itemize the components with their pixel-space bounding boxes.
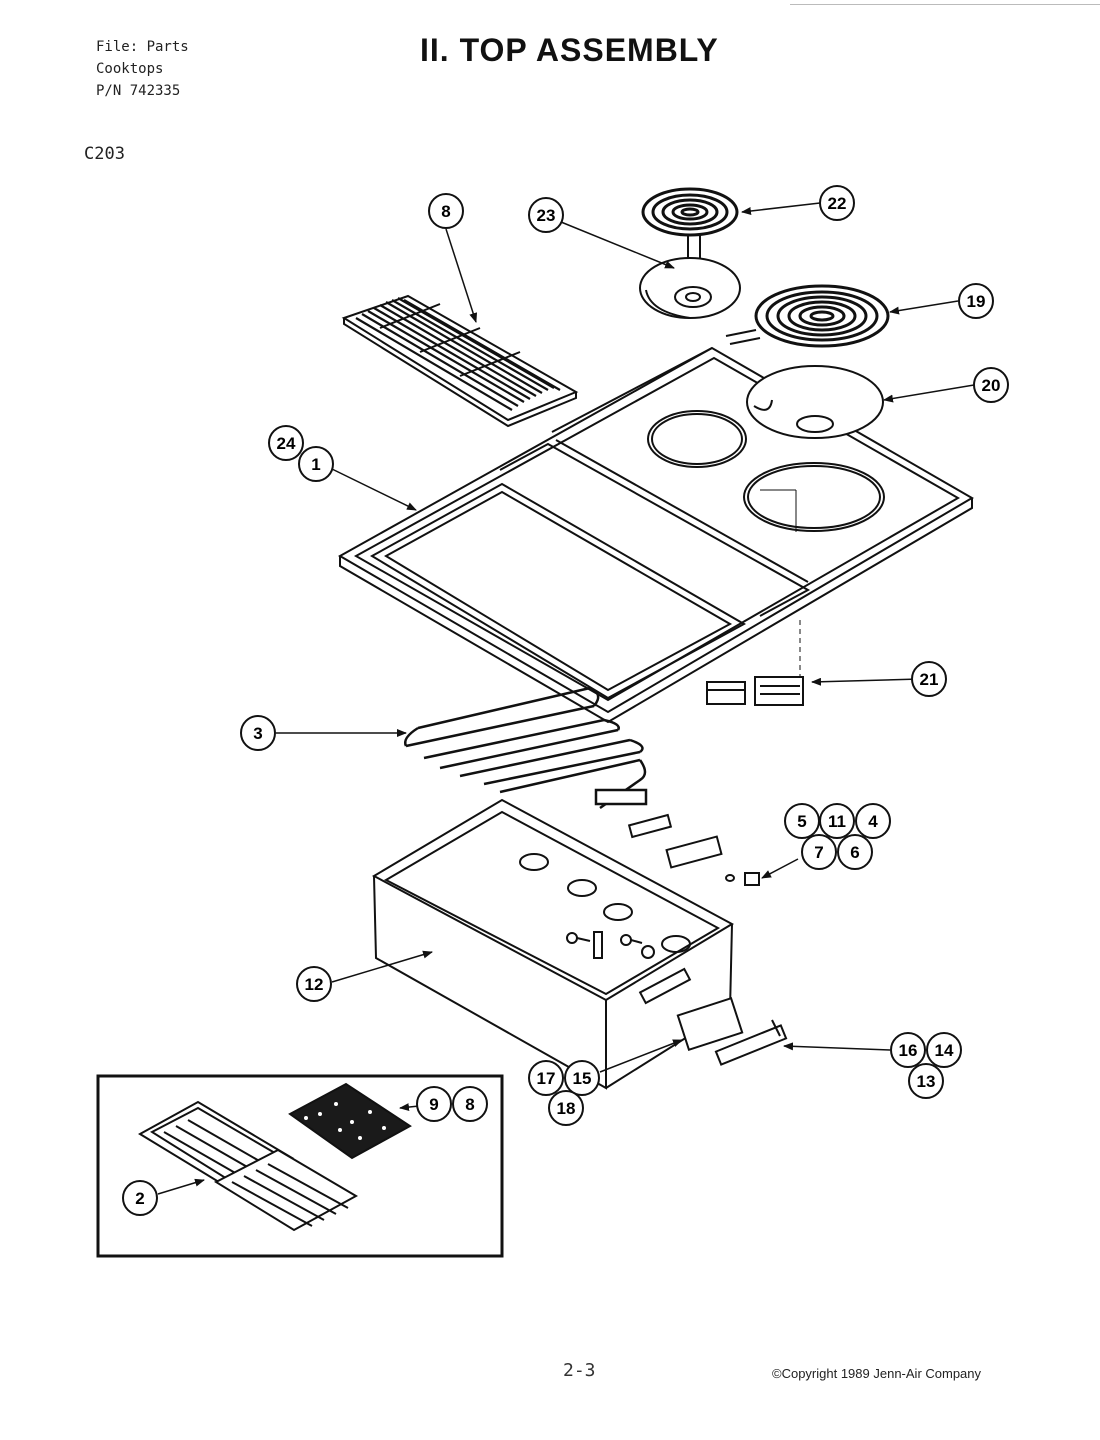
callout-20: 20 <box>973 367 1009 403</box>
terminal-parts-illustration <box>627 813 760 886</box>
switch-bracket-illustration <box>676 996 788 1066</box>
charcoal-rock-tray-illustration <box>288 1082 412 1160</box>
callout-8-top: 8 <box>428 193 464 229</box>
callout-label-13: 13 <box>917 1072 936 1091</box>
callout-13: 13 <box>908 1063 944 1099</box>
category-line: Cooktops <box>96 61 164 77</box>
callout-4: 4 <box>855 803 891 839</box>
callout-14: 14 <box>926 1032 962 1068</box>
callout-9: 9 <box>416 1086 452 1122</box>
callout-label-3: 3 <box>253 724 262 743</box>
callout-2: 2 <box>122 1180 158 1216</box>
callout-19: 19 <box>958 283 994 319</box>
callout-label-24: 24 <box>277 434 296 453</box>
drip-bowl-large-illustration <box>746 365 884 439</box>
page-number: 2-3 <box>563 1360 596 1381</box>
grill-pan-illustration <box>371 798 735 1090</box>
callout-24: 24 <box>268 425 304 461</box>
callout-11: 11 <box>819 803 855 839</box>
callout-7: 7 <box>801 834 837 870</box>
callout-label-11: 11 <box>828 812 846 831</box>
callout-21: 21 <box>911 661 947 697</box>
griddle-illustration <box>138 1100 359 1232</box>
top-rule <box>790 4 1100 5</box>
callout-label-7: 7 <box>814 843 823 862</box>
callout-5: 5 <box>784 803 820 839</box>
surface-element-large-illustration <box>725 284 890 348</box>
callout-17: 17 <box>528 1060 564 1096</box>
callout-15: 15 <box>564 1060 600 1096</box>
callout-label-22: 22 <box>828 194 847 213</box>
callout-label-5: 5 <box>797 812 806 831</box>
part-number-line: P/N 742335 <box>96 83 181 99</box>
callout-label-14: 14 <box>935 1041 954 1060</box>
callout-label-21: 21 <box>920 670 939 689</box>
callout-1: 1 <box>298 446 334 482</box>
callout-label-16: 16 <box>899 1041 918 1060</box>
model-number: C203 <box>84 144 125 164</box>
callout-label-6: 6 <box>850 843 859 862</box>
callout-12: 12 <box>296 966 332 1002</box>
callout-label-12: 12 <box>305 975 324 994</box>
callout-22: 22 <box>819 185 855 221</box>
cooktop-frame-illustration <box>337 346 974 724</box>
callout-16: 16 <box>890 1032 926 1068</box>
terminal-block-illustration <box>706 620 804 706</box>
inset-frame <box>96 1074 504 1258</box>
callouts: 8 23 22 19 20 24 1 21 <box>122 185 1009 1216</box>
callout-label-17: 17 <box>537 1069 556 1088</box>
drip-bowl-small-illustration <box>639 257 741 319</box>
file-header: File: Parts Cooktops P/N 742335 <box>96 36 189 102</box>
file-line: File: Parts <box>96 39 189 55</box>
callout-label-8-top: 8 <box>441 202 450 221</box>
callout-8-inset: 8 <box>452 1086 488 1122</box>
callout-label-4: 4 <box>868 812 878 831</box>
leader-lines <box>157 202 975 1195</box>
callout-label-1: 1 <box>311 455 320 474</box>
grill-element-illustration <box>404 686 648 810</box>
fasteners-illustration <box>566 931 655 959</box>
callout-3: 3 <box>240 715 276 751</box>
callout-label-18: 18 <box>557 1099 576 1118</box>
page-title: II. TOP ASSEMBLY <box>420 32 719 68</box>
callout-label-20: 20 <box>982 376 1001 395</box>
callout-label-9: 9 <box>429 1095 438 1114</box>
callout-23: 23 <box>528 197 564 233</box>
callout-label-8-inset: 8 <box>465 1095 474 1114</box>
grille-illustration <box>341 294 579 428</box>
callout-label-23: 23 <box>537 206 556 225</box>
callout-label-15: 15 <box>573 1069 592 1088</box>
copyright-notice: ©Copyright 1989 Jenn-Air Company <box>772 1366 982 1381</box>
callout-18: 18 <box>548 1090 584 1126</box>
callout-6: 6 <box>837 834 873 870</box>
surface-element-small-illustration <box>641 187 739 262</box>
callout-label-19: 19 <box>967 292 986 311</box>
callout-label-2: 2 <box>135 1189 144 1208</box>
